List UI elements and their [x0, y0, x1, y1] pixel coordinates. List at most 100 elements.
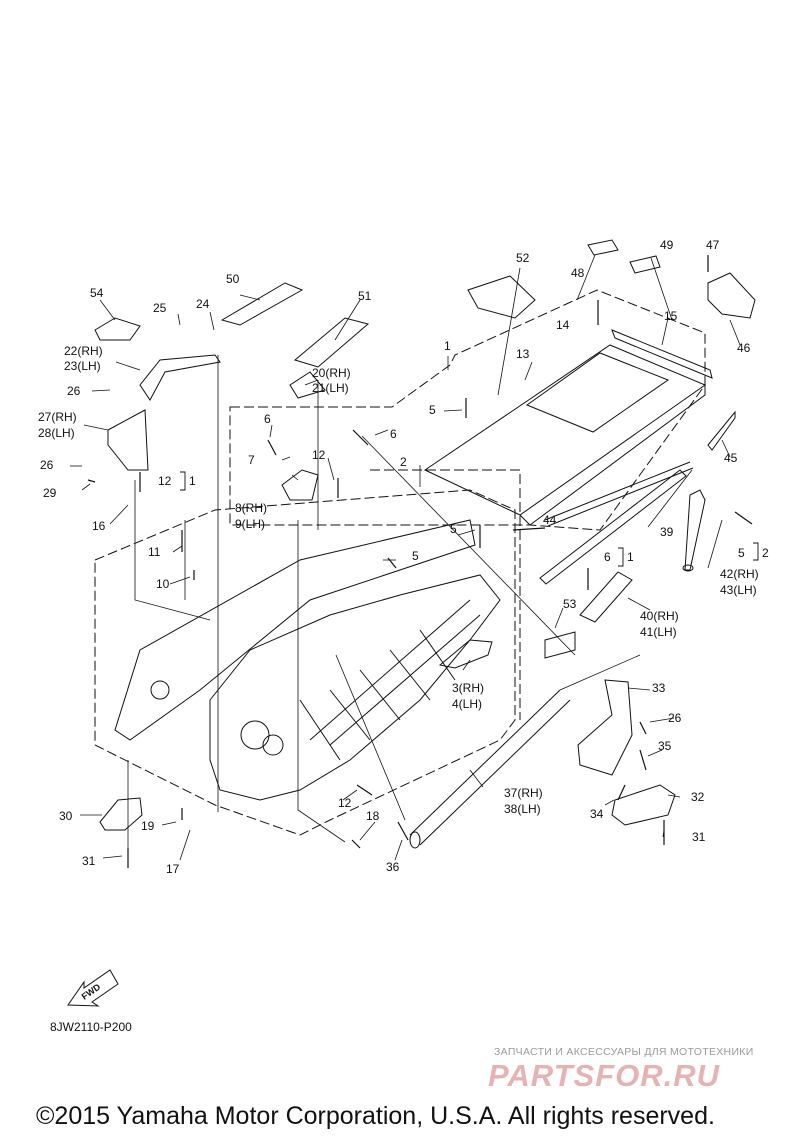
label-17: 17 — [166, 862, 180, 876]
part-13-plate — [423, 344, 707, 516]
watermark-logo: PARTSFOR.RU — [488, 1058, 721, 1093]
label-48: 48 — [571, 266, 585, 280]
label-33: 33 — [652, 681, 666, 695]
label-37: 37(RH) — [504, 786, 543, 800]
part-48-sticker — [587, 239, 619, 256]
label-44: 44 — [543, 513, 557, 527]
label-32: 32 — [691, 790, 705, 804]
bracket-12-1 — [180, 471, 186, 491]
part-42-end — [682, 564, 694, 572]
bracket-6-1 — [618, 547, 624, 567]
part-46-bumper — [707, 272, 756, 319]
part-8-bracket — [281, 469, 319, 501]
label-2-b: 2 — [762, 546, 769, 560]
label-5-d: 5 — [738, 546, 745, 560]
callout-labels: 47 49 48 52 50 51 54 25 24 14 15 46 1 13… — [38, 238, 769, 1002]
copyright-notice: ©2015 Yamaha Motor Corporation, U.S.A. A… — [36, 1102, 715, 1130]
part-45-flap — [707, 410, 736, 451]
label-13: 13 — [516, 347, 530, 361]
label-5-b: 5 — [450, 522, 457, 536]
label-51: 51 — [358, 289, 372, 303]
label-38: 38(LH) — [504, 802, 541, 816]
part-39-rod — [544, 461, 694, 527]
label-26-b: 26 — [40, 458, 54, 472]
frame-hole-1 — [240, 720, 270, 750]
label-39: 39 — [660, 525, 674, 539]
label-43: 43(LH) — [720, 583, 757, 597]
part-20-boot — [289, 371, 326, 399]
label-2-a: 2 — [400, 455, 407, 469]
label-12-b: 12 — [158, 474, 172, 488]
leader-lines — [70, 254, 741, 861]
label-7: 7 — [248, 453, 255, 467]
part-54-cap — [94, 317, 141, 341]
label-30: 30 — [59, 809, 73, 823]
group-outline-2 — [94, 489, 516, 836]
fwd-label: FWD — [80, 981, 103, 1001]
part-42-rod — [684, 489, 706, 571]
label-8: 8(RH) — [235, 501, 267, 515]
label-45: 45 — [724, 451, 738, 465]
frame-left-rail — [114, 519, 476, 741]
fwd-arrow-icon — [67, 969, 119, 1007]
part-51-sticker — [293, 317, 370, 368]
label-26-a: 26 — [67, 384, 81, 398]
part-22-bracket — [139, 354, 221, 401]
label-11: 11 — [148, 545, 161, 559]
label-1-b: 1 — [189, 474, 196, 488]
label-5-c: 5 — [412, 549, 419, 563]
group-outline-3 — [370, 469, 521, 720]
label-47: 47 — [706, 238, 720, 252]
label-18: 18 — [366, 809, 380, 823]
part-13-window — [525, 352, 670, 433]
label-5-a: 5 — [429, 403, 436, 417]
label-9: 9(LH) — [235, 517, 265, 531]
watermark-tagline: ЗАПЧАСТИ И АКСЕССУАРЫ ДЛЯ МОТОТЕХНИКИ — [494, 1046, 754, 1058]
part-44-strip — [539, 469, 687, 585]
label-6-c: 6 — [604, 550, 611, 564]
label-36: 36 — [386, 860, 400, 874]
part-27-bracket — [107, 409, 149, 471]
label-34: 34 — [590, 807, 604, 821]
label-31-a: 31 — [82, 854, 96, 868]
label-23: 23(LH) — [64, 359, 101, 373]
label-19: 19 — [141, 819, 155, 833]
label-22: 22(RH) — [64, 344, 103, 358]
bracket-5-2 — [753, 542, 759, 561]
label-15: 15 — [664, 309, 678, 323]
frame-hole-2 — [262, 734, 284, 756]
label-1-c: 1 — [627, 550, 634, 564]
part-52-sticker — [467, 275, 536, 319]
label-29: 29 — [43, 486, 57, 500]
label-10: 10 — [156, 577, 170, 591]
label-26-c: 26 — [668, 711, 682, 725]
frame-hole-3 — [150, 680, 170, 700]
label-4: 4(LH) — [452, 697, 482, 711]
label-25: 25 — [153, 301, 167, 315]
label-24: 24 — [196, 297, 210, 311]
label-40: 40(RH) — [640, 609, 679, 623]
label-16: 16 — [92, 519, 106, 533]
label-14: 14 — [556, 318, 570, 332]
fasteners — [87, 255, 753, 868]
label-46: 46 — [737, 341, 751, 355]
frame-chassis — [209, 574, 501, 801]
label-21: 21(LH) — [312, 381, 349, 395]
part-33-plate — [577, 679, 633, 776]
label-6-a: 6 — [264, 412, 271, 426]
part-37-tube-end — [409, 831, 421, 849]
label-54: 54 — [90, 286, 104, 300]
label-12-c: 12 — [338, 796, 352, 810]
label-50: 50 — [226, 272, 240, 286]
label-35: 35 — [658, 739, 672, 753]
part-13-edge — [519, 385, 706, 526]
label-53: 53 — [563, 597, 577, 611]
part-49-sticker — [629, 255, 661, 274]
part-40-panel — [579, 571, 633, 623]
label-1-top: 1 — [444, 339, 451, 353]
label-41: 41(LH) — [640, 625, 677, 639]
frame-truss — [299, 599, 481, 761]
part-53-block — [544, 631, 576, 659]
